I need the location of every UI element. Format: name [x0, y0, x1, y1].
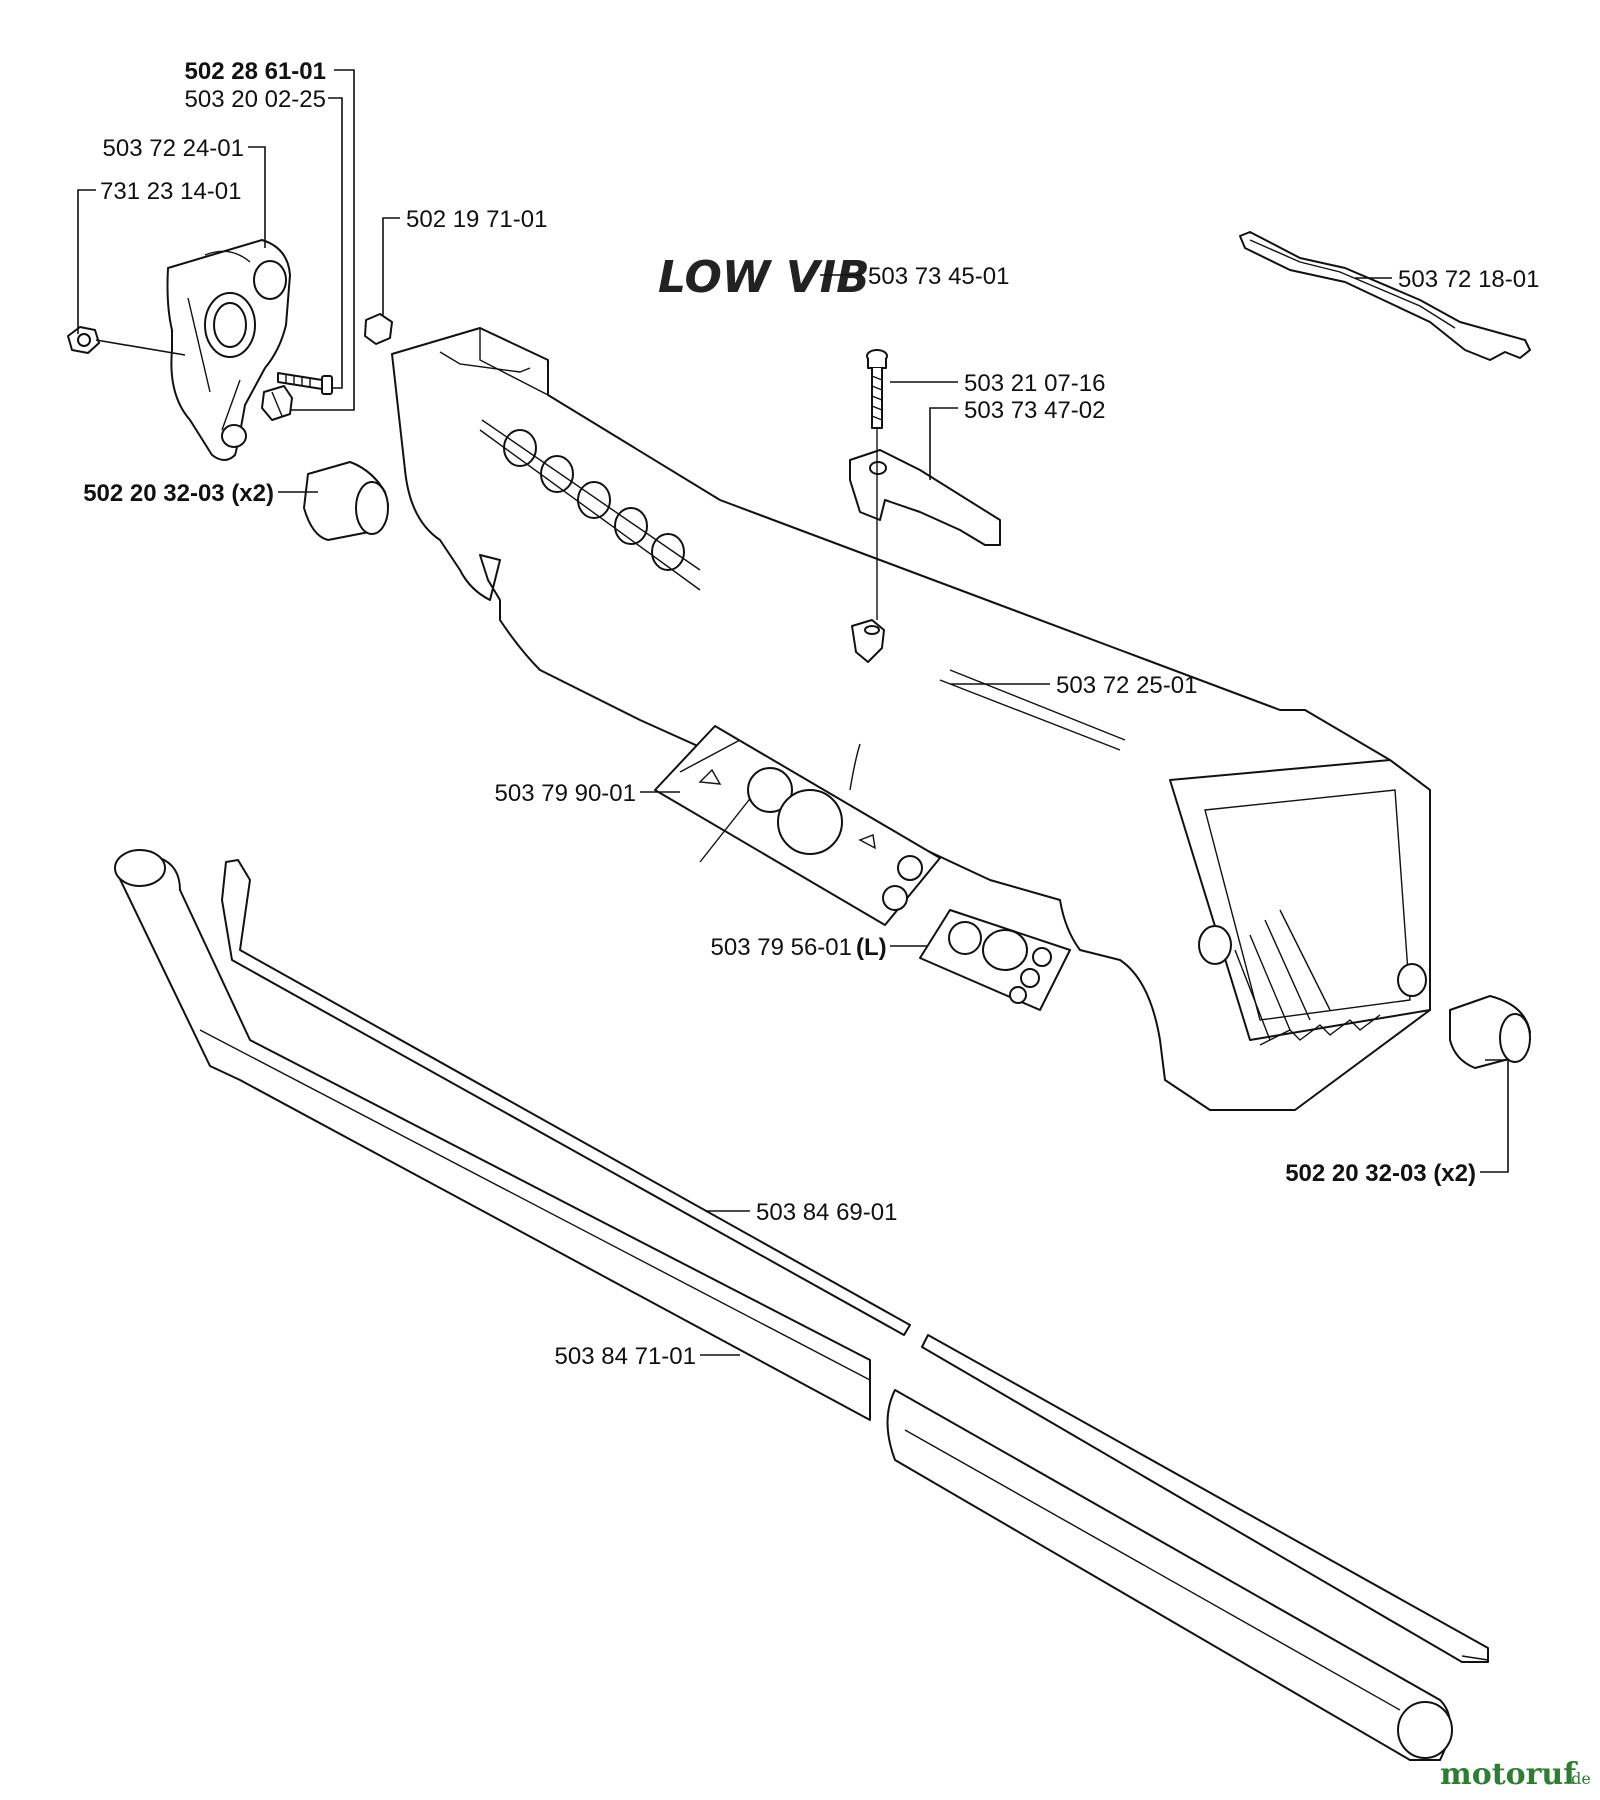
- part-label-502-19-71-01: 502 19 71-01: [406, 206, 547, 233]
- watermark-suffix: .de: [1566, 1769, 1591, 1788]
- part-label-503-84-69-01: 503 84 69-01: [756, 1199, 897, 1226]
- part-label-502-28-61-01: 502 28 61-01: [185, 58, 326, 85]
- bracket-clamp-drawing: [849, 449, 1001, 546]
- part-label-503-73-45-01: 503 73 45-01: [868, 263, 1009, 290]
- watermark: motoruf .de: [1440, 1757, 1591, 1792]
- low-vib-logo: LOW VIB: [658, 252, 870, 303]
- clamp-block-drawing: [261, 385, 293, 421]
- square-nut-drawing: [364, 313, 393, 345]
- part-label-503-84-71-01: 503 84 71-01: [555, 1343, 696, 1370]
- part-label-731-23-14-01: 731 23 14-01: [100, 178, 241, 205]
- warning-label-drawing: [654, 725, 941, 926]
- part-label-502-20-32-03-left: 502 20 32-03 (x2): [83, 480, 274, 507]
- bolt-drawing: [866, 349, 888, 429]
- small-label-drawing: [919, 909, 1071, 1011]
- part-label-503-20-02-25: 503 20 02-25: [185, 86, 326, 113]
- screw-drawing: [277, 372, 333, 395]
- nut-drawing: [67, 326, 100, 354]
- drive-shaft-drawing: [221, 859, 1489, 1663]
- shaft-housing-drawing: [391, 327, 1431, 1111]
- handle-bracket-drawing: [166, 239, 291, 461]
- part-label-503-73-47-02: 503 73 47-02: [964, 397, 1105, 424]
- part-label-503-72-24-01: 503 72 24-01: [103, 135, 244, 162]
- grip-left-drawing: [303, 461, 389, 541]
- part-label-503-79-56-01-suffix: (L): [856, 934, 887, 961]
- part-label-503-79-90-01: 503 79 90-01: [495, 780, 636, 807]
- outer-tube-drawing: [114, 849, 1453, 1761]
- leader-lines: [77, 69, 1509, 1356]
- lower-clamp-drawing: [851, 619, 885, 663]
- watermark-text: motoruf: [1440, 1757, 1578, 1792]
- low-vib-logo-drawing: LOW VIB: [658, 252, 870, 303]
- part-label-503-21-07-16: 503 21 07-16: [964, 370, 1105, 397]
- part-label-503-72-25-01: 503 72 25-01: [1056, 672, 1197, 699]
- part-labels: 502 28 61-01 503 20 02-25 503 72 24-01 7…: [83, 58, 1539, 1370]
- part-label-503-79-56-01: 503 79 56-01: [711, 934, 852, 961]
- grip-right-drawing: [1449, 995, 1531, 1069]
- part-label-502-20-32-03-right: 502 20 32-03 (x2): [1285, 1160, 1476, 1187]
- part-label-503-72-18-01: 503 72 18-01: [1398, 266, 1539, 293]
- upper-bracket-drawing: [1239, 231, 1531, 361]
